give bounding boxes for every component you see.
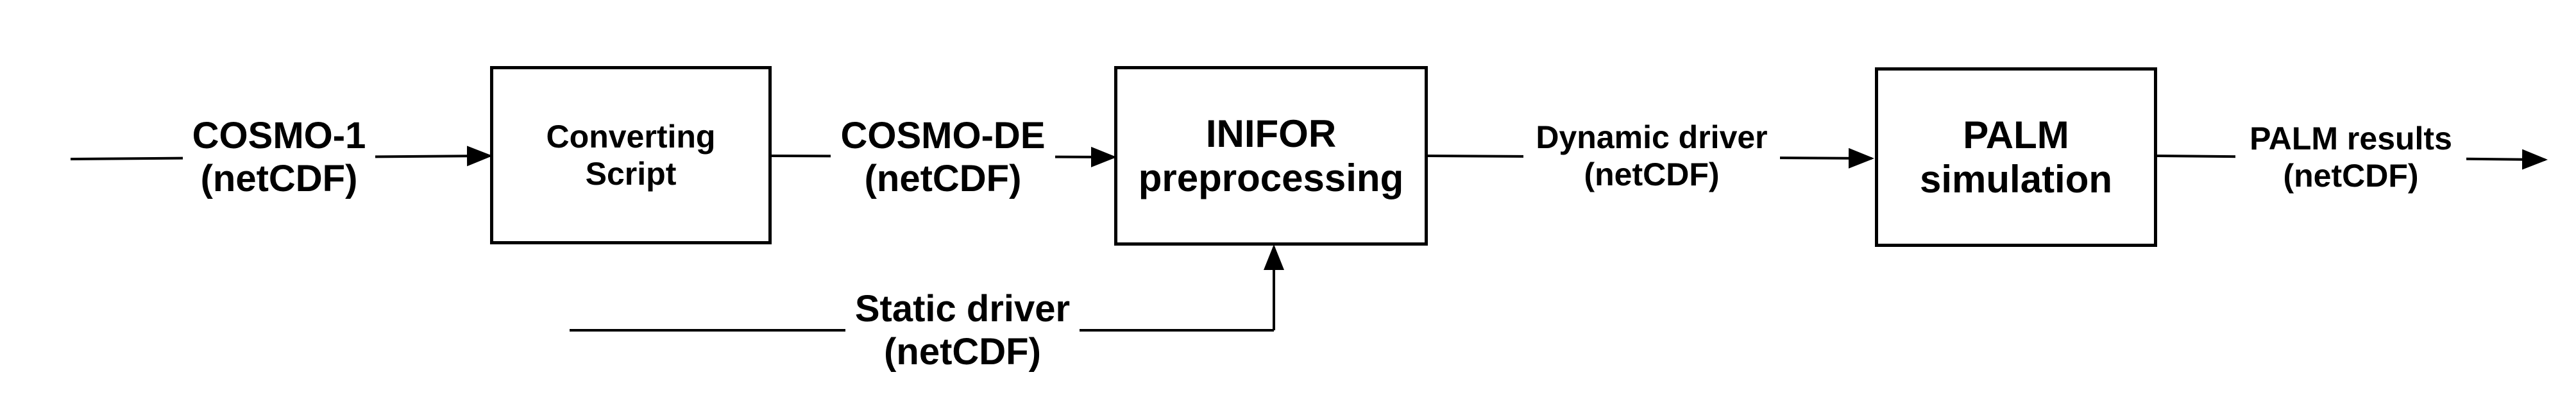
converting-script-line1: Converting bbox=[546, 119, 716, 155]
cosmo1-line1: COSMO-1 bbox=[192, 115, 366, 156]
palm-line2: simulation bbox=[1919, 158, 2113, 201]
cosmo1-line2: (netCDF) bbox=[200, 158, 358, 199]
palm-results-label: PALM results (netCDF) bbox=[2235, 115, 2466, 199]
inifor-preprocessing-box: INIFOR preprocessing bbox=[1114, 66, 1428, 246]
inifor-line2: preprocessing bbox=[1138, 156, 1404, 199]
converting-script-box: Converting Script bbox=[490, 66, 772, 244]
converting-script-line2: Script bbox=[585, 156, 677, 192]
inifor-line1: INIFOR bbox=[1205, 112, 1337, 155]
dynamic-driver-label: Dynamic driver (netCDF) bbox=[1523, 114, 1780, 198]
static-driver-line2: (netCDF) bbox=[884, 331, 1041, 373]
palm-line1: PALM bbox=[1963, 114, 2069, 156]
static-driver-label: Static driver (netCDF) bbox=[845, 282, 1080, 378]
palm-results-line2: (netCDF) bbox=[2283, 158, 2419, 194]
cosmo-de-line1: COSMO-DE bbox=[840, 115, 1046, 156]
cosmo1-label: COSMO-1 (netCDF) bbox=[183, 109, 375, 205]
cosmo-de-label: COSMO-DE (netCDF) bbox=[831, 109, 1055, 205]
cosmo-de-line2: (netCDF) bbox=[864, 158, 1022, 199]
palm-results-line1: PALM results bbox=[2250, 121, 2452, 156]
palm-simulation-box: PALM simulation bbox=[1875, 67, 2157, 247]
dynamic-driver-line2: (netCDF) bbox=[1584, 156, 1720, 192]
static-driver-line1: Static driver bbox=[854, 288, 1071, 330]
dynamic-driver-line1: Dynamic driver bbox=[1536, 119, 1768, 155]
